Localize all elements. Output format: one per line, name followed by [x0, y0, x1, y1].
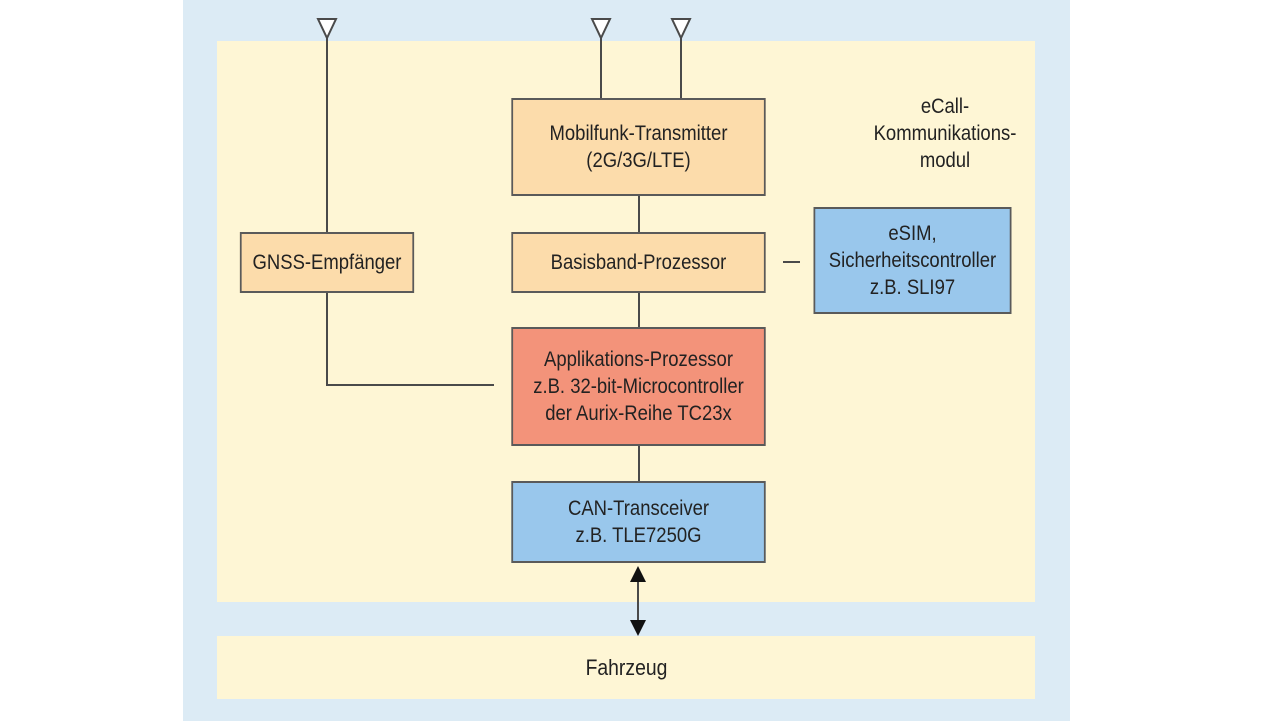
applikation-line-3: der Aurix-Reihe TC23x [545, 402, 732, 425]
esim-line-2: Sicherheitscontroller [828, 249, 997, 272]
mobile-antenna-icon-2 [670, 18, 692, 98]
mobilfunk-line-2: (2G/3G/LTE) [586, 149, 691, 172]
applikation-line-1: Applikations-Prozessor [543, 348, 733, 371]
can-transceiver-block: CAN-Transceiver z.B. TLE7250G [511, 481, 766, 563]
module-title: eCall- Kommunikations- modul [866, 93, 1024, 174]
esim-block: eSIM, Sicherheitscontroller z.B. SLI97 [813, 207, 1012, 314]
module-title-line-2: Kommunikations- [873, 122, 1017, 145]
can-line-2: z.B. TLE7250G [575, 524, 702, 547]
line-gnss-applikation [326, 293, 494, 386]
esim-line-1: eSIM, [888, 222, 937, 245]
mobile-antenna-icon-1 [590, 18, 612, 98]
module-title-line-1: eCall- [920, 95, 970, 118]
vehicle-label: Fahrzeug [585, 654, 667, 680]
basisband-prozessor-block: Basisband-Prozessor [511, 232, 766, 293]
vehicle-area: Fahrzeug [217, 636, 1035, 699]
mobilfunk-transmitter-block: Mobilfunk-Transmitter (2G/3G/LTE) [511, 98, 766, 196]
mobilfunk-line-1: Mobilfunk-Transmitter [549, 122, 728, 145]
gnss-line-1: GNSS-Empfänger [252, 251, 402, 274]
can-vehicle-arrow-icon [630, 566, 646, 636]
can-line-1: CAN-Transceiver [567, 497, 710, 520]
gnss-antenna-icon [316, 18, 338, 232]
basisband-line-1: Basisband-Prozessor [550, 251, 727, 274]
gnss-empfaenger-block: GNSS-Empfänger [239, 232, 415, 293]
esim-line-3: z.B. SLI97 [869, 276, 956, 299]
module-title-line-3: modul [919, 149, 971, 172]
applikations-prozessor-block: Applikations-Prozessor z.B. 32-bit-Micro… [511, 327, 766, 446]
applikation-line-2: z.B. 32-bit-Microcontroller [533, 375, 744, 398]
